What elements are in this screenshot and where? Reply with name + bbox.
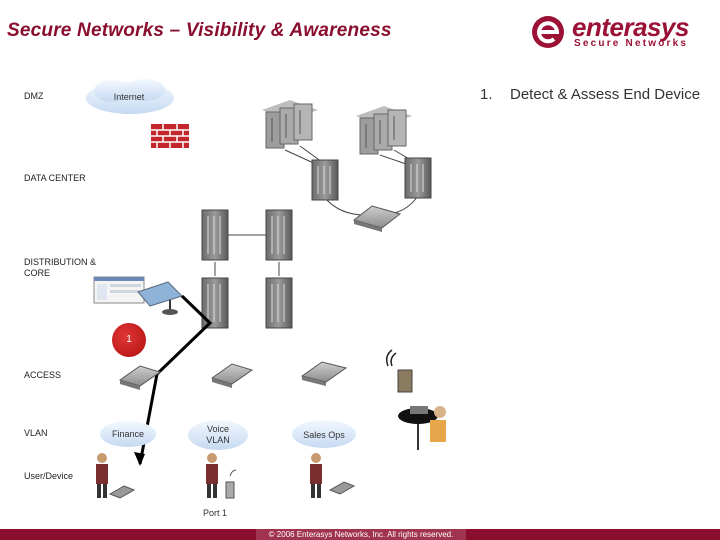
laptop-icon [328,481,356,495]
network-switch-icon [300,361,348,386]
user-figure-icon [206,453,218,498]
detection-path [134,294,213,466]
voice-vlan-label-line1: Voice [206,424,230,434]
voice-vlan-label-line2: VLAN [206,435,230,445]
slide-title: Secure Networks – Visibility & Awareness [7,20,392,41]
footer-copyright: © 2006 Enterasys Networks, Inc. All righ… [256,529,466,540]
network-switch-icon [118,365,162,390]
step-number: 1. [480,86,493,103]
layer-label-user-device: User/Device [24,471,74,481]
server-cluster-right [356,106,412,155]
sales-ops-cloud-label: Sales Ops [303,430,345,440]
wireless-signal-icon [385,349,413,393]
logo-tagline: Secure Networks [574,38,689,49]
core-links [214,234,280,276]
layer-label-vlan: VLAN [24,428,48,438]
layer-label-distribution: DISTRIBUTION & CORE [24,257,96,279]
step-text: Detect & Assess End Device [510,86,701,103]
layer-label-distribution-line1: DISTRIBUTION & [24,257,97,267]
layer-label-dmz: DMZ [24,91,44,101]
step-badge: 1 [112,323,146,357]
server-rack-icon [311,159,339,201]
management-console [93,276,183,315]
server-cluster-left [262,100,318,149]
network-switch-icon [210,363,254,388]
internet-cloud [86,79,174,114]
brick-wall-icon [151,124,189,148]
laptop-icon [108,485,136,499]
layer-label-data-center: DATA CENTER [24,173,86,183]
finance-cloud-label: Finance [111,429,145,439]
port-label: Port 1 [203,508,228,518]
layer-label-access: ACCESS [24,370,62,380]
voice-vlan-cloud [188,420,248,450]
finance-cloud [100,421,156,447]
logo-mark-icon [532,16,564,48]
sales-ops-cloud [292,420,356,448]
server-rack-icon [265,209,293,261]
server-rack-icon [265,277,293,329]
ip-phone-icon [225,469,237,499]
server-rack-icon [404,157,432,199]
layer-label-distribution-line2: CORE [24,268,51,278]
user-figure-icon [310,453,322,498]
enterasys-logo: enterasys Secure Networks [530,10,712,54]
wireless-user-icon [398,406,446,450]
user-figure-icon [96,453,108,498]
logo-wordmark: enterasys [572,12,689,42]
network-switch-icon [352,205,402,232]
voice-vlan-cloud-label: Voice VLAN [196,424,240,446]
server-rack-icon [201,209,229,261]
internet-cloud-label: Internet [113,92,145,102]
data-center-links [284,145,419,216]
